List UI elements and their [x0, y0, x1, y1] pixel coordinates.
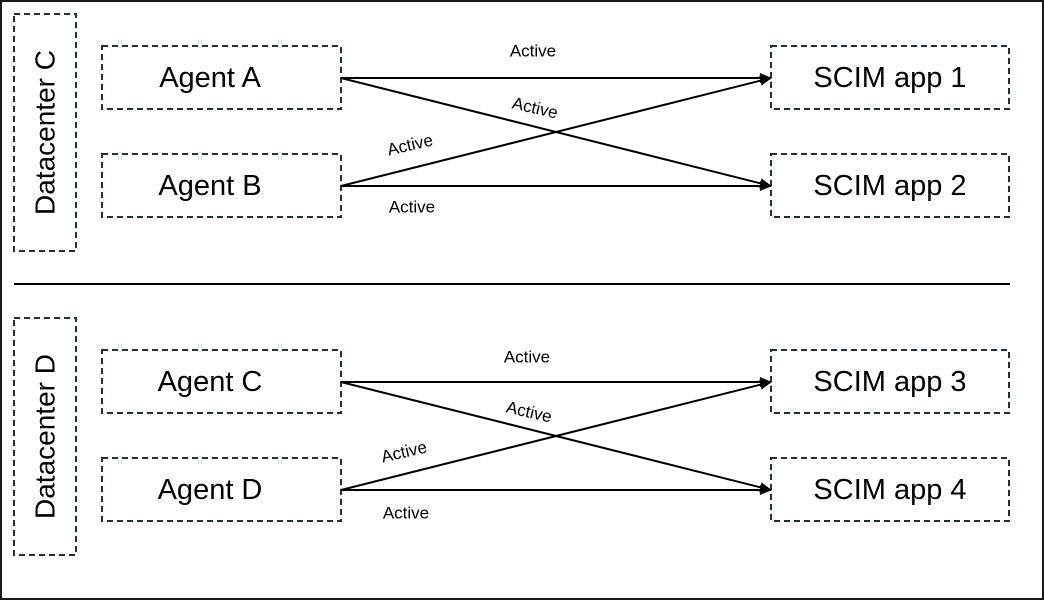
agent-b-label: Agent B — [158, 170, 261, 202]
connection-agent-a-to-scim-app-1: Active — [341, 42, 772, 83]
datacenter-d-container: Datacenter D — [13, 317, 77, 556]
connection-agent-d-to-scim-app-4: Active — [341, 485, 772, 523]
scim-app-4-label: SCIM app 4 — [813, 474, 966, 506]
datacenter-c-container: Datacenter C — [13, 13, 77, 252]
datacenter-c-box — [13, 13, 77, 252]
scim-app-1-box — [770, 45, 1010, 110]
node-agent-a: Agent A — [101, 45, 342, 110]
datacenter-c-label: Datacenter C — [30, 50, 61, 215]
label-agent-b-to-scim-app-2: Active — [389, 198, 435, 217]
datacenter-d-label: Datacenter D — [30, 354, 61, 519]
agent-c-label: Agent C — [158, 366, 263, 398]
arrow-agent-d-to-scim-app-3 — [340, 379, 772, 491]
agent-d-box — [101, 457, 342, 522]
scim-app-3-label: SCIM app 3 — [813, 366, 966, 398]
node-scim-app-3: SCIM app 3 — [770, 349, 1010, 414]
node-agent-d: Agent D — [101, 457, 342, 522]
arrow-agent-b-to-scim-app-1 — [340, 75, 772, 187]
scim-app-2-box — [770, 153, 1010, 218]
label-agent-a-to-scim-app-1: Active — [510, 42, 556, 61]
connection-agent-c-to-scim-app-3: Active — [341, 348, 772, 387]
scim-app-4-box — [770, 457, 1010, 522]
agent-a-box — [101, 45, 342, 110]
node-agent-b: Agent B — [101, 153, 342, 218]
agent-d-label: Agent D — [158, 474, 263, 506]
node-scim-app-2: SCIM app 2 — [770, 153, 1010, 218]
connection-agent-b-to-scim-app-2: Active — [341, 181, 772, 217]
scim-app-1-label: SCIM app 1 — [813, 62, 966, 94]
agent-a-label: Agent A — [159, 62, 261, 94]
section-datacenter-c: Datacenter C Agent A Agent B SCIM app 1 … — [13, 13, 1010, 252]
node-agent-c: Agent C — [101, 349, 342, 414]
scim-app-2-label: SCIM app 2 — [813, 170, 966, 202]
label-agent-d-to-scim-app-4: Active — [383, 504, 429, 523]
node-scim-app-4: SCIM app 4 — [770, 457, 1010, 522]
node-scim-app-1: SCIM app 1 — [770, 45, 1010, 110]
agent-c-box — [101, 349, 342, 414]
label-agent-c-to-scim-app-3: Active — [504, 348, 550, 367]
section-datacenter-d: Datacenter D Agent C Agent D SCIM app 3 … — [13, 317, 1010, 556]
datacenter-d-box — [13, 317, 77, 556]
